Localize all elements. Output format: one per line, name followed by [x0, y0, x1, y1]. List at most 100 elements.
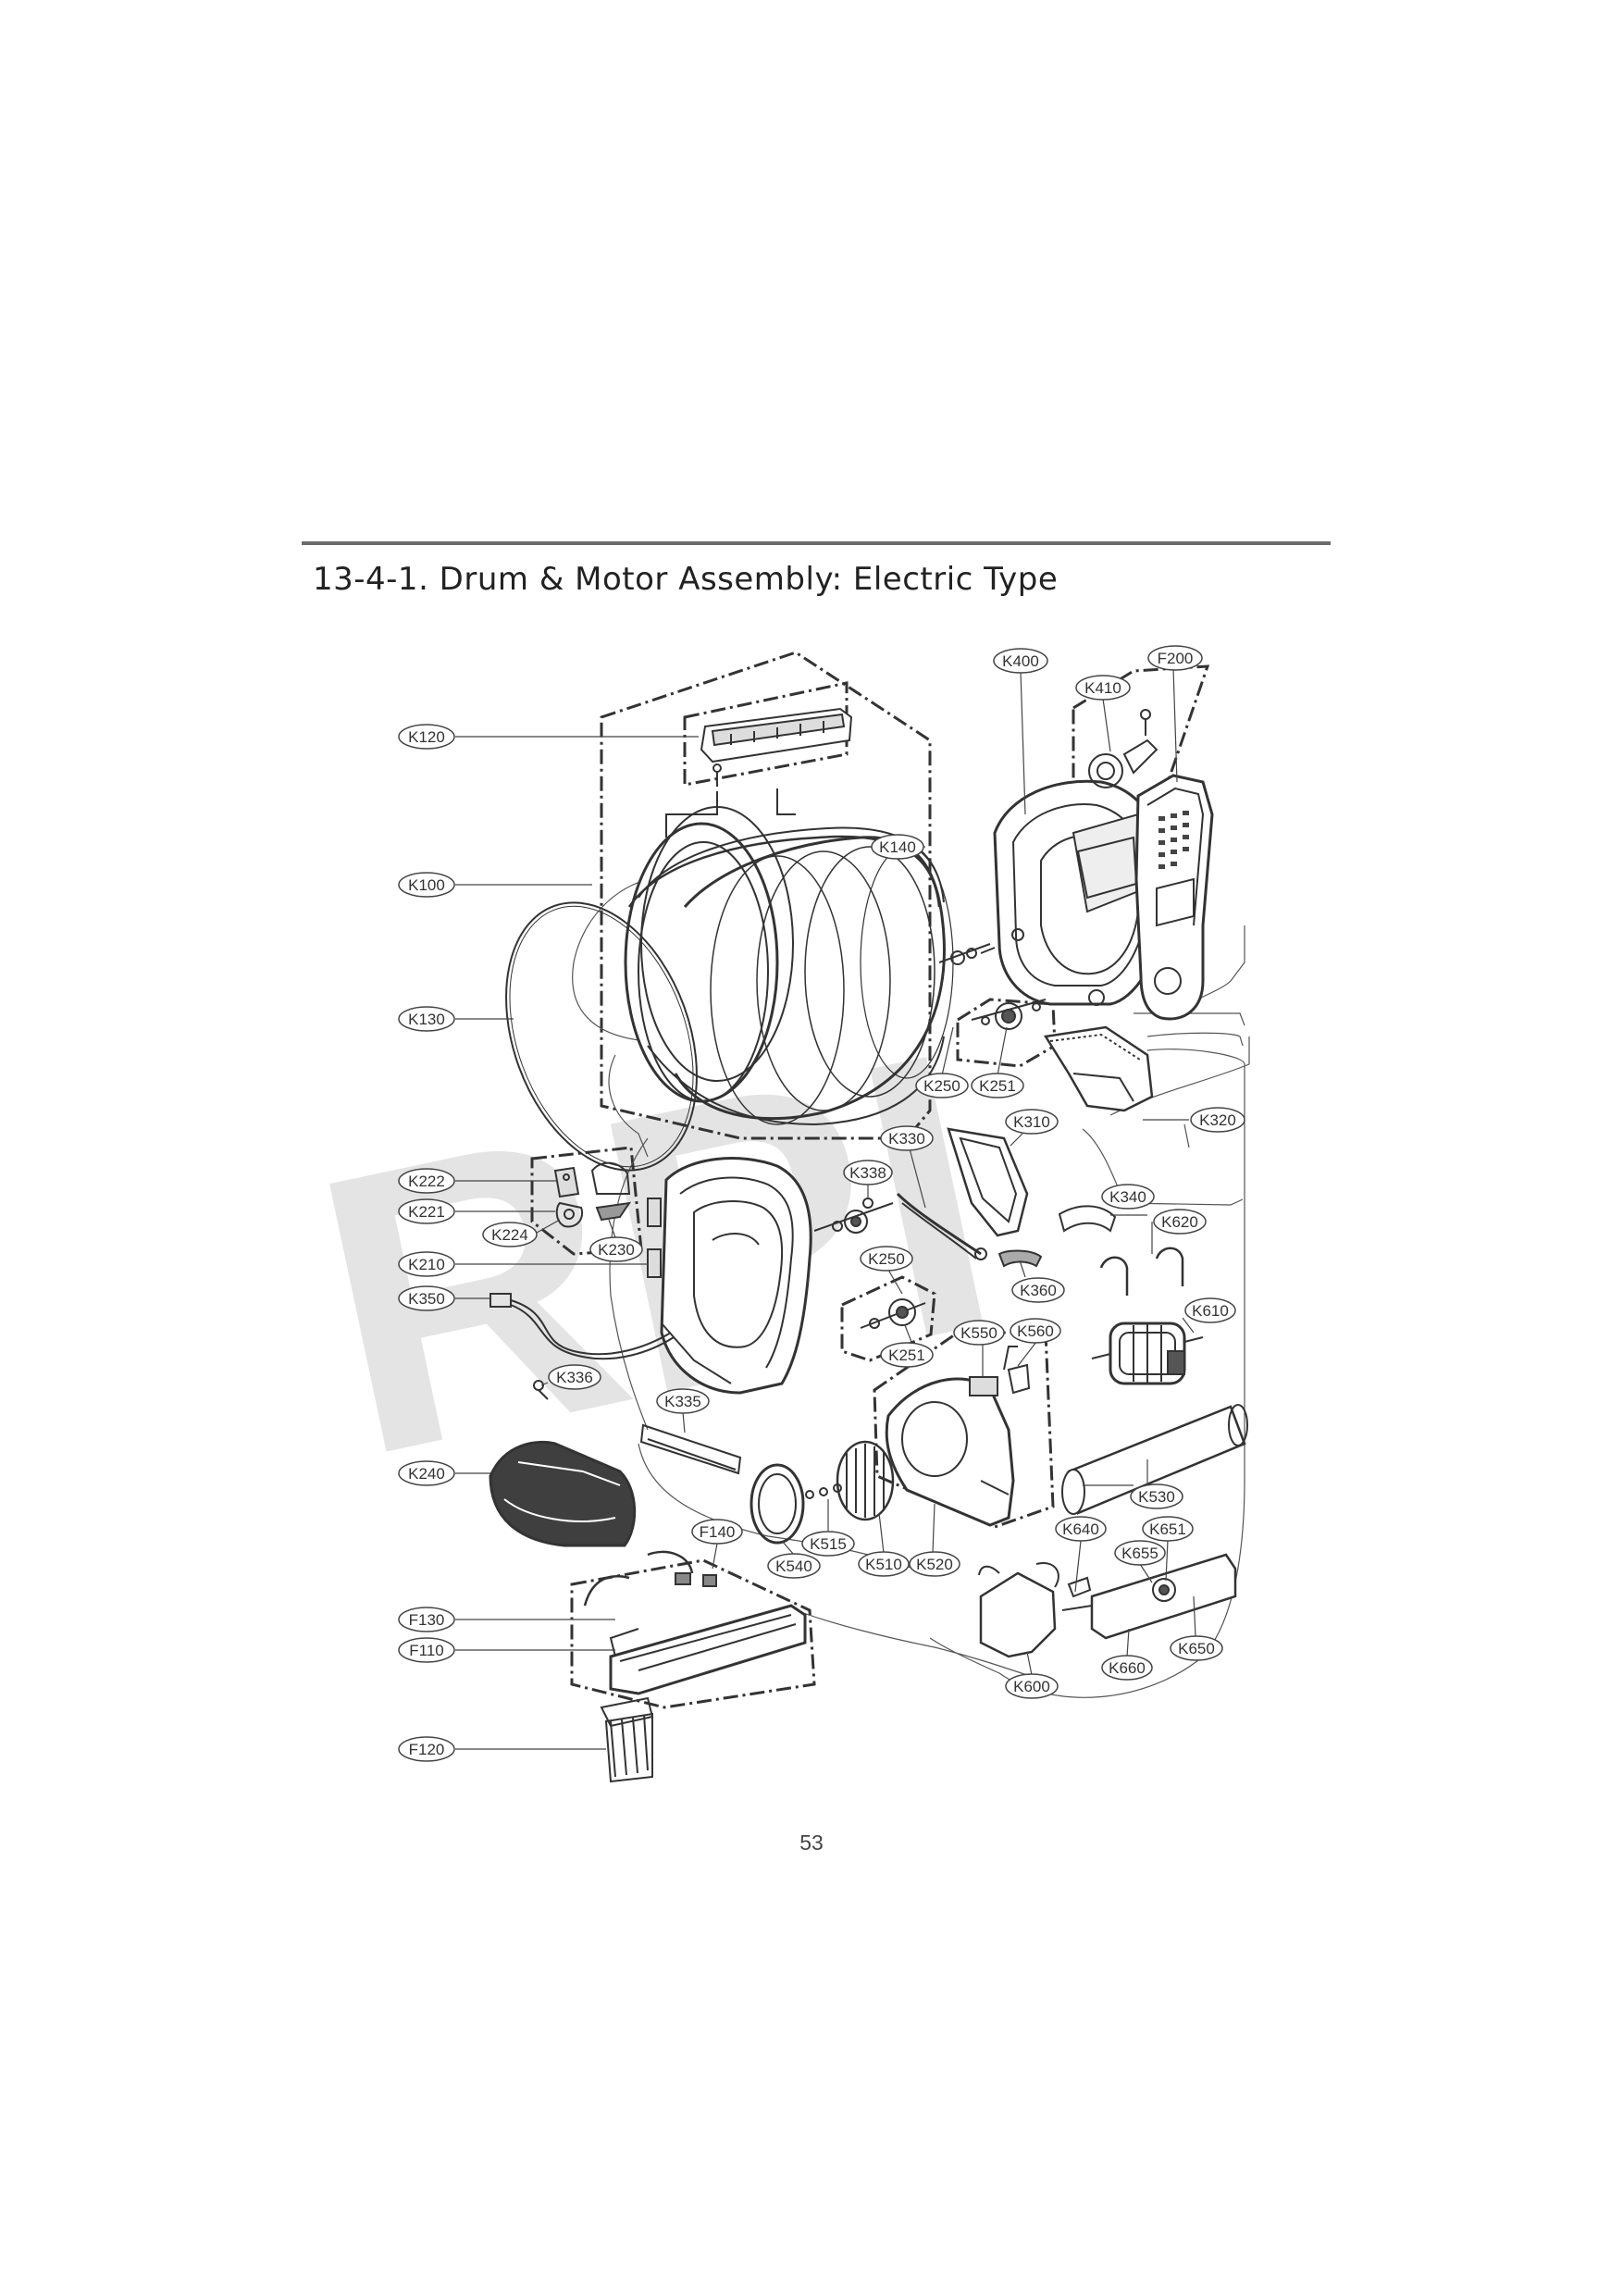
- svg-text:K560: K560: [1017, 1322, 1054, 1340]
- svg-text:F130: F130: [409, 1611, 445, 1629]
- svg-text:K222: K222: [408, 1173, 445, 1190]
- svg-text:K335: K335: [664, 1393, 701, 1410]
- callout-K520: K520: [909, 1551, 960, 1577]
- control-panel-bracket: [1088, 709, 1158, 788]
- callout-K310: K310: [1005, 1109, 1059, 1135]
- motor-clip-parts: [1099, 1247, 1184, 1296]
- heater-wire-parts: [583, 1550, 717, 1607]
- svg-text:F120: F120: [409, 1741, 445, 1758]
- baffle-part: [700, 707, 853, 763]
- svg-text:F110: F110: [409, 1642, 444, 1659]
- svg-text:K320: K320: [1199, 1111, 1236, 1129]
- svg-text:K410: K410: [1084, 679, 1121, 697]
- svg-text:K130: K130: [408, 1011, 445, 1028]
- callout-K400: K400: [993, 648, 1048, 674]
- svg-text:K600: K600: [1013, 1678, 1050, 1695]
- blower-housing-part: [489, 1440, 637, 1547]
- callout-K335: K335: [656, 1388, 710, 1414]
- callout-K100: K100: [398, 872, 455, 898]
- svg-text:K336: K336: [556, 1369, 593, 1386]
- callout-K600: K600: [1005, 1673, 1059, 1699]
- front-seal-ring: [505, 901, 698, 1172]
- callout-K224: K224: [482, 1222, 538, 1247]
- callout-K130: K130: [398, 1006, 455, 1032]
- callout-K515: K515: [801, 1531, 855, 1557]
- svg-text:K400: K400: [1002, 652, 1039, 670]
- callout-K320: K320: [1190, 1107, 1245, 1133]
- page-number: 53: [799, 1831, 824, 1855]
- callout-K140: K140: [871, 834, 924, 860]
- drum-part: [624, 806, 954, 1126]
- callout-K530: K530: [1130, 1483, 1183, 1509]
- lint-filter-part: [947, 1127, 1029, 1237]
- callout-K620: K620: [1153, 1209, 1207, 1235]
- callout-K560: K560: [1010, 1318, 1061, 1344]
- motor-part: [1091, 1322, 1204, 1385]
- callout-K360: K360: [1011, 1277, 1065, 1303]
- callout-K222: K222: [398, 1168, 455, 1194]
- callout-K230: K230: [589, 1236, 643, 1262]
- callout-F200: F200: [1147, 645, 1203, 671]
- thermostat-parts: [969, 1346, 1031, 1396]
- callout-K250-lower: K250: [860, 1246, 913, 1272]
- callout-K650: K650: [1170, 1635, 1223, 1661]
- front-bearing-parts: [862, 1192, 987, 1260]
- svg-text:K640: K640: [1062, 1520, 1099, 1538]
- rear-bulkhead: [993, 779, 1169, 1006]
- svg-text:K250: K250: [868, 1250, 905, 1268]
- svg-text:K330: K330: [888, 1130, 925, 1148]
- svg-text:K140: K140: [879, 838, 916, 856]
- svg-text:K620: K620: [1161, 1213, 1198, 1231]
- callout-K240: K240: [398, 1460, 455, 1486]
- callout-F130: F130: [398, 1607, 455, 1632]
- exhaust-tube-part: [1061, 1404, 1248, 1515]
- svg-text:K221: K221: [408, 1203, 445, 1221]
- callout-K336: K336: [548, 1364, 601, 1390]
- callout-K221: K221: [398, 1198, 455, 1224]
- blower-duct-part: [885, 1377, 1015, 1527]
- svg-text:K530: K530: [1138, 1488, 1175, 1506]
- control-panel-part: [1134, 774, 1214, 1021]
- svg-text:K520: K520: [916, 1556, 953, 1573]
- svg-text:K310: K310: [1013, 1113, 1050, 1131]
- callout-F120: F120: [398, 1736, 455, 1762]
- callout-K250-upper: K250: [915, 1073, 969, 1098]
- svg-text:K655: K655: [1121, 1545, 1158, 1562]
- svg-text:K210: K210: [408, 1256, 445, 1273]
- felt-seal-parts: [997, 1205, 1117, 1268]
- wire-harness-part: [489, 1293, 675, 1360]
- callout-K550: K550: [953, 1320, 1005, 1346]
- blower-wheel-parts: [750, 1440, 895, 1545]
- callout-K251-lower: K251: [880, 1342, 934, 1368]
- callout-K660: K660: [1101, 1655, 1153, 1681]
- svg-text:K100: K100: [408, 876, 445, 894]
- page-title: 13-4-1. Drum & Motor Assembly: Electric …: [313, 561, 1059, 598]
- svg-text:F200: F200: [1158, 650, 1194, 667]
- callout-K410: K410: [1075, 675, 1131, 701]
- callout-K540: K540: [767, 1553, 821, 1579]
- callout-K510: K510: [858, 1551, 910, 1577]
- callout-K120: K120: [398, 724, 455, 750]
- callout-K640: K640: [1055, 1516, 1107, 1542]
- callout-K338: K338: [843, 1160, 893, 1185]
- idler-bracket-part: [1061, 1553, 1237, 1640]
- svg-text:K510: K510: [865, 1556, 902, 1573]
- svg-text:K338: K338: [849, 1164, 886, 1182]
- svg-text:F140: F140: [700, 1523, 736, 1541]
- callout-F110: F110: [398, 1637, 455, 1663]
- svg-text:K651: K651: [1149, 1520, 1186, 1538]
- svg-text:K540: K540: [775, 1558, 812, 1575]
- callout-K651: K651: [1142, 1516, 1194, 1542]
- door-switch-parts: [553, 1161, 632, 1228]
- svg-text:K360: K360: [1020, 1282, 1057, 1299]
- svg-text:K120: K120: [408, 728, 445, 746]
- callout-K210: K210: [398, 1251, 455, 1277]
- heater-element-part: [600, 1696, 654, 1783]
- svg-text:K250: K250: [923, 1077, 960, 1095]
- header-rule: [302, 541, 1331, 545]
- callout-K330: K330: [880, 1125, 934, 1151]
- callout-K350: K350: [398, 1285, 455, 1311]
- svg-text:K251: K251: [979, 1077, 1016, 1095]
- heater-duct-part: [609, 1604, 807, 1695]
